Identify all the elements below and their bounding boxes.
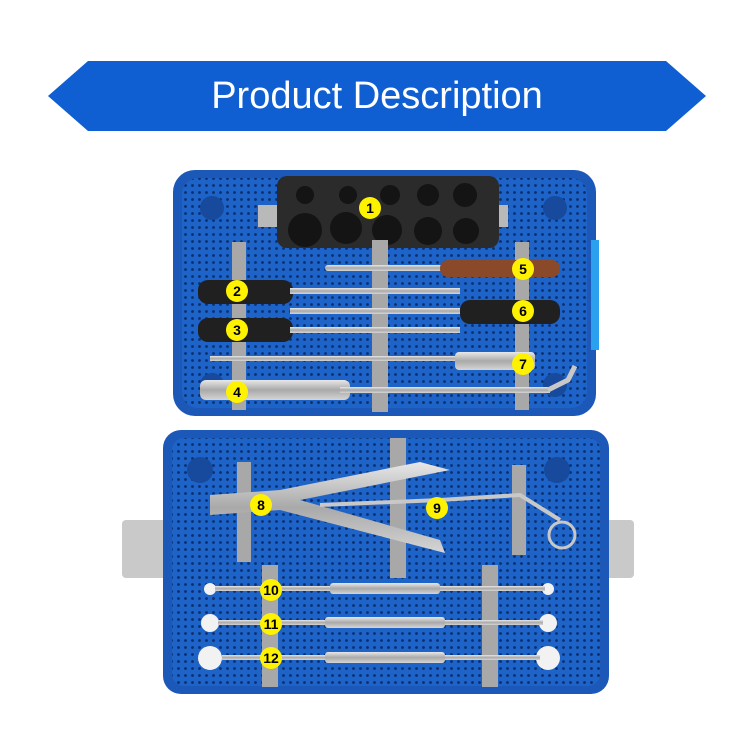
marker-8: 8 — [250, 494, 272, 516]
marker-3: 3 — [226, 319, 248, 341]
marker-6: 6 — [512, 300, 534, 322]
marker-10: 10 — [260, 579, 282, 601]
banner-title: Product Description — [211, 75, 543, 117]
marker-5: 5 — [512, 258, 534, 280]
marker-7: 7 — [512, 353, 534, 375]
banner-background — [48, 61, 706, 131]
marker-4: 4 — [226, 381, 248, 403]
marker-2: 2 — [226, 280, 248, 302]
top-tray — [173, 170, 599, 416]
marker-1: 1 — [359, 197, 381, 219]
marker-11: 11 — [260, 613, 282, 635]
marker-9: 9 — [426, 497, 448, 519]
bottom-tray — [122, 430, 634, 694]
marker-12: 12 — [260, 647, 282, 669]
